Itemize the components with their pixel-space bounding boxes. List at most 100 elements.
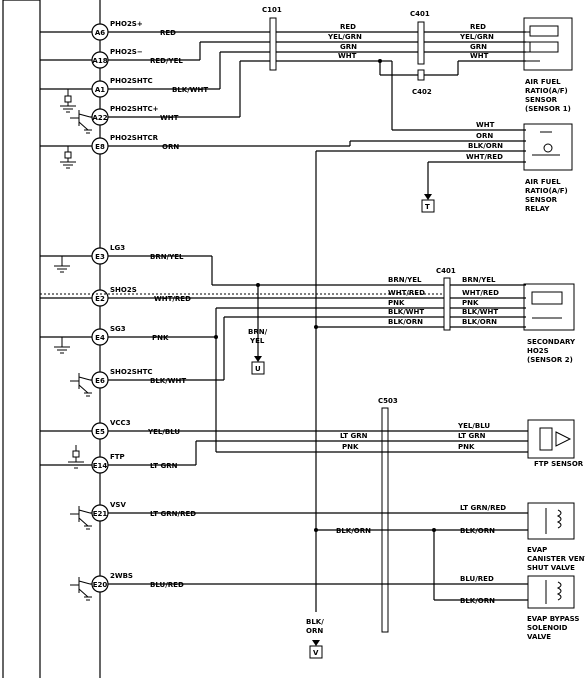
pin-A18: A18 PHO2S− [40, 48, 143, 69]
wire-label: BRN/YEL [388, 276, 422, 284]
transistor-symbol-a22 [70, 110, 92, 134]
wire-label: BLK/ORN [462, 318, 497, 326]
signal-label: SHO2S [110, 286, 137, 294]
transistor-symbol-e6 [70, 373, 92, 397]
component-label: SOLENOID [527, 624, 568, 632]
wire-label: GRN [340, 43, 357, 51]
wire-label: BLU/RED [150, 581, 184, 589]
wire-label: BLK/ORN [336, 527, 371, 535]
signal-label: PHO2SHTC [110, 77, 153, 85]
pin-E4: E4 SG3 [40, 325, 126, 346]
wire-label: LT GRN [340, 432, 368, 440]
pin-E5: E5 VCC3 [40, 419, 131, 440]
wire-label: PNK [152, 334, 169, 342]
wire-label: WHT/RED [466, 153, 503, 161]
pin-label: E4 [95, 334, 105, 342]
terminal-u: U [251, 356, 265, 375]
wires-top: RED RED/YEL BLK/WHT WHT RED YEL/GRN GRN … [108, 23, 526, 612]
wire-label: RED [470, 23, 486, 31]
transistor-symbol-e20 [70, 577, 92, 601]
signal-label: VCC3 [110, 419, 131, 427]
af-sensor: AIR FUEL RATIO(A/F) SENSOR (SENSOR 1) [523, 17, 573, 113]
pin-label: E5 [95, 428, 105, 436]
ground-symbol-e14 [68, 445, 84, 469]
pin-E2: E2 SHO2S [40, 286, 137, 307]
ftp-sensor: FTP SENSOR [527, 419, 584, 468]
wire-label: WHT [160, 114, 179, 122]
terminal-t: T [421, 194, 435, 213]
pin-label: A6 [95, 29, 105, 37]
connector-c401-mid: C401 [436, 267, 456, 331]
wire-label: BRN/YEL [150, 253, 184, 261]
component-label: HO2S [527, 347, 549, 355]
wire-label: LT GRN/RED [460, 504, 506, 512]
wires-evap: LT GRN/RED LT GRN/RED BLK/ORN BLK/ORN BL… [108, 504, 528, 635]
component-label: EVAP BYPASS [527, 615, 579, 623]
pin-label: A22 [92, 114, 107, 122]
wires-middle: BRN/YEL BRN/YEL BRN/ YEL WHT/RED WHT/RED… [40, 253, 528, 453]
wire-label: BLU/RED [460, 575, 494, 583]
af-sensor-relay: AIR FUEL RATIO(A/F) SENSOR RELAY [523, 123, 573, 213]
signal-label: 2WBS [110, 572, 133, 580]
wire-label: GRN [470, 43, 487, 51]
signal-label: SG3 [110, 325, 126, 333]
wire-label: PNK [462, 299, 479, 307]
wire-label: LT GRN/RED [150, 510, 196, 518]
pin-E14: E14 FTP [40, 453, 125, 474]
pin-label: E6 [95, 377, 105, 385]
connector-label: C401 [410, 10, 430, 18]
evap-bypass-valve: EVAP BYPASS SOLENOID VALVE [527, 575, 579, 641]
transistor-symbol-e21 [70, 506, 92, 530]
wire-label: PNK [458, 443, 475, 451]
component-label: AIR FUEL [525, 178, 561, 186]
pin-A6: A6 PHO2S+ [40, 20, 143, 41]
wires-ftp: YEL/BLU YEL/BLU LT GRN LT GRN LT GRN PNK… [108, 422, 528, 470]
ecm-outline [2, 0, 101, 678]
pin-label: A18 [92, 57, 107, 65]
signal-label: VSV [110, 501, 126, 509]
wire-label: ORN [476, 132, 493, 140]
pin-label: E20 [93, 581, 108, 589]
component-label: SENSOR [525, 96, 558, 104]
pin-E20: E20 2WBS [90, 572, 133, 593]
ground-symbol-a1 [60, 89, 76, 113]
ground-symbol-e4 [54, 337, 70, 354]
wire-label: WHT/RED [388, 289, 425, 297]
connector-label: C101 [262, 6, 282, 14]
component-label: SECONDARY [527, 338, 576, 346]
wire-label: ORN [306, 627, 323, 635]
signal-label: PHO2S− [110, 48, 143, 56]
ground-symbol-e3 [54, 256, 70, 273]
secondary-ho2s: SECONDARY HO2S (SENSOR 2) [523, 283, 576, 364]
component-label: SENSOR [525, 196, 558, 204]
connector-c503: C503 [378, 397, 398, 633]
signal-label: SHO2SHTC [110, 368, 153, 376]
wire-label: BRN/ [248, 328, 268, 336]
wire-label: WHT [470, 52, 489, 60]
signal-label: PHO2SHTCR [110, 134, 159, 142]
component-label: CANISTER VENT [527, 555, 585, 563]
wire-label: ORN [162, 143, 179, 151]
wire-label: RED [160, 29, 176, 37]
wire-label: WHT [338, 52, 357, 60]
wire-label: BLK/ORN [460, 527, 495, 535]
pin-E3: E3 LG3 [40, 244, 125, 265]
signal-label: PHO2S+ [110, 20, 143, 28]
component-label: VALVE [527, 633, 551, 641]
ground-symbol-e8 [60, 146, 76, 169]
terminal-label: U [255, 365, 261, 373]
connector-label: C503 [378, 397, 398, 405]
connector-c101: C101 [262, 6, 282, 71]
wire-label: WHT/RED [462, 289, 499, 297]
component-label: EVAP [527, 546, 547, 554]
wire-label: BLK/WHT [388, 308, 424, 316]
wire-label: WHT/RED [154, 295, 191, 303]
wire-label: BLK/ORN [460, 597, 495, 605]
wire-label: BLK/ [306, 618, 324, 626]
connector-c401-top: C401 [410, 10, 430, 65]
signal-label: FTP [110, 453, 125, 461]
pin-label: E21 [93, 510, 108, 518]
wire-label: LT GRN [150, 462, 178, 470]
evap-vent-valve: EVAP CANISTER VENT SHUT VALVE [527, 502, 585, 572]
